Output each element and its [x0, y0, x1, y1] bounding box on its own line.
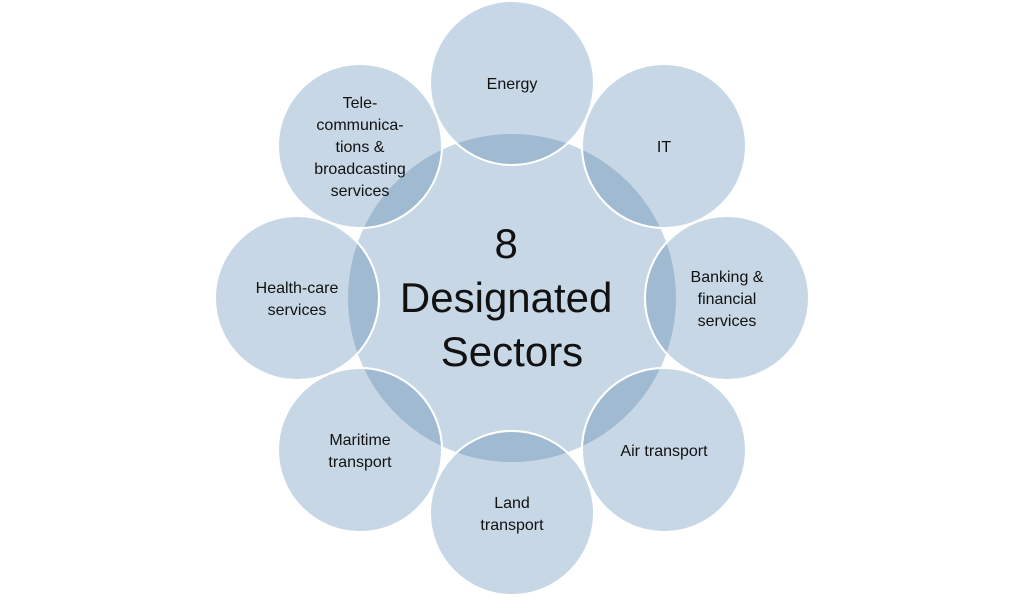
- sector-label-line: IT: [657, 139, 671, 156]
- sector-overlap: [348, 215, 380, 381]
- sector-label-line: Land: [494, 495, 530, 512]
- center-title: 8 Designated Sectors: [400, 220, 624, 375]
- sector-label: Banking & financial services: [691, 269, 764, 330]
- sector-label-line: Energy: [487, 76, 538, 93]
- sector-label: IT: [657, 139, 671, 156]
- sector-label: Maritime transport: [328, 432, 392, 471]
- center-title-line-1: 8: [494, 220, 517, 267]
- sector-label-line: Banking &: [691, 269, 764, 286]
- sector-label-line: Tele-: [343, 95, 378, 112]
- sector-label-line: transport: [328, 454, 392, 471]
- sector-label-line: broadcasting: [314, 161, 406, 178]
- sector-label-line: Air transport: [620, 443, 708, 460]
- sector-label-line: tions &: [336, 139, 385, 156]
- sector-label-line: transport: [480, 517, 544, 534]
- sector-label-line: financial: [698, 291, 757, 308]
- center-title-line-2: Designated: [400, 274, 612, 321]
- sector-label-line: services: [268, 302, 327, 319]
- sector-label: Air transport: [620, 443, 708, 460]
- center-circle: [348, 134, 676, 462]
- sector-overlap: [429, 134, 595, 166]
- sector-overlap: [644, 215, 676, 381]
- sector-label-line: Maritime: [329, 432, 390, 449]
- sector-label: Energy: [487, 76, 538, 93]
- sector-label-line: Health-care: [256, 280, 339, 297]
- sector-label: Health-care services: [256, 280, 339, 319]
- sector-label: Land transport: [480, 495, 544, 534]
- center-title-line-3: Sectors: [441, 328, 583, 375]
- sector-label-line: services: [331, 183, 390, 200]
- sector-label-line: services: [698, 313, 757, 330]
- sector-label: Tele-communica-tions & broadcasting servic…: [314, 95, 406, 200]
- sector-overlap: [429, 430, 595, 462]
- sector-label-line: communica-: [316, 117, 403, 134]
